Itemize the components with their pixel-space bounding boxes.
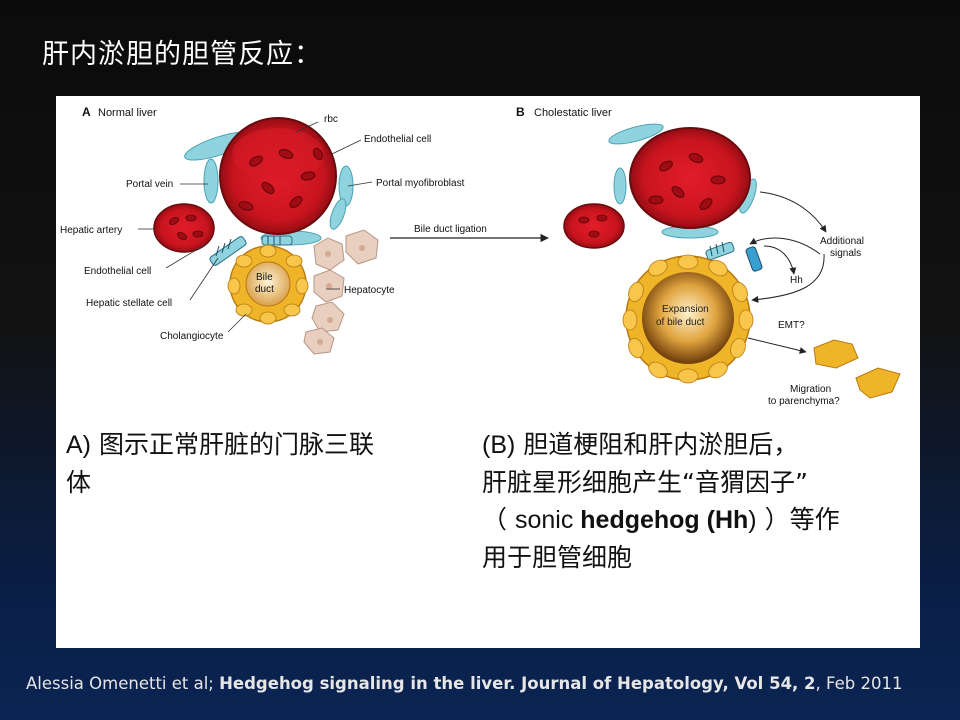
caption-b-line3-open: （ <box>482 505 515 534</box>
label-additional-signals-2: signals <box>830 248 861 259</box>
stellate-cells-b <box>705 241 763 272</box>
caption-a-line2: 体 <box>66 468 92 497</box>
caption-b-line1: 胆道梗阻和肝内淤胆后， <box>515 430 799 459</box>
citation: Alessia Omenetti et al; Hedgehog signali… <box>26 674 903 693</box>
label-cholangiocyte: Cholangiocyte <box>160 331 224 342</box>
label-hepatic-artery: Hepatic artery <box>60 225 122 236</box>
panel-a-letter: A <box>82 105 91 119</box>
caption-a-line1: 图示正常肝脏的门脉三联 <box>91 430 374 459</box>
label-endothelial-cell-left: Endothelial cell <box>84 266 151 277</box>
label-migration-1: Migration <box>790 384 831 395</box>
citation-authors: Alessia Omenetti et al; <box>26 674 220 693</box>
caption-b-prefix: (B) <box>482 431 516 459</box>
caption-b-line3-rest: ）等作 <box>756 505 840 534</box>
label-expansion-2: of bile duct <box>656 317 705 328</box>
caption-a-prefix: A) <box>66 431 91 459</box>
label-emt: EMT? <box>778 320 805 331</box>
label-hepatocyte: Hepatocyte <box>344 285 395 296</box>
slide-title: 肝内淤胆的胆管反应： <box>42 39 322 70</box>
bile-duct-label-2: duct <box>255 284 274 295</box>
label-hh: Hh <box>790 275 803 286</box>
portal-vein <box>184 117 354 246</box>
panel-a-title: Normal liver <box>98 107 157 119</box>
label-additional-signals-1: Additional <box>820 236 864 247</box>
label-hepatic-stellate-cell: Hepatic stellate cell <box>86 298 172 309</box>
label-endothelial-cell-top: Endothelial cell <box>364 134 431 145</box>
citation-date: , Feb 2011 <box>815 674 903 693</box>
hepatocytes <box>303 229 379 355</box>
bile-duct-ligation-arrow: Bile duct ligation <box>390 224 549 243</box>
content-panel: A Normal liver <box>56 96 920 648</box>
liver-diagram: A Normal liver <box>60 105 901 407</box>
bile-duct-label-1: Bile <box>256 272 273 283</box>
panel-b-title: Cholestatic liver <box>534 107 612 119</box>
label-rbc: rbc <box>324 114 338 125</box>
panel-b: B Cholestatic liver <box>516 105 901 407</box>
caption-a: A) 图示正常肝脏的门脉三联 体 <box>66 426 456 501</box>
caption-b-hedgehog: hedgehog (Hh <box>580 506 749 534</box>
caption-b: (B) 胆道梗阻和肝内淤胆后， 肝脏星形细胞产生“音猬因子” （ sonic h… <box>482 426 922 576</box>
bile-duct-expanded: Expansion of bile duct <box>622 254 754 384</box>
caption-b-close-paren: ) <box>748 506 757 534</box>
hepatic-artery <box>153 203 215 253</box>
panel-b-letter: B <box>516 105 525 119</box>
citation-title: Hedgehog signaling in the liver. Journal… <box>219 674 816 693</box>
migrating-cells <box>813 339 901 399</box>
caption-b-sonic: sonic <box>514 506 581 534</box>
panel-a: A Normal liver <box>60 105 465 355</box>
bile-duct-normal: Bile duct <box>227 244 309 325</box>
label-portal-myofibroblast: Portal myofibroblast <box>376 178 465 189</box>
label-migration-2: to parenchyma? <box>768 396 840 407</box>
portal-vein-b <box>608 123 757 239</box>
label-bile-duct-ligation: Bile duct ligation <box>414 224 487 235</box>
stellate-cells <box>209 235 293 266</box>
hepatic-artery-b <box>563 203 625 249</box>
label-expansion-1: Expansion <box>662 304 709 315</box>
caption-b-line2: 肝脏星形细胞产生“音猬因子” <box>482 468 808 497</box>
label-portal-vein: Portal vein <box>126 179 173 190</box>
caption-b-line4: 用于胆管细胞 <box>482 543 633 572</box>
